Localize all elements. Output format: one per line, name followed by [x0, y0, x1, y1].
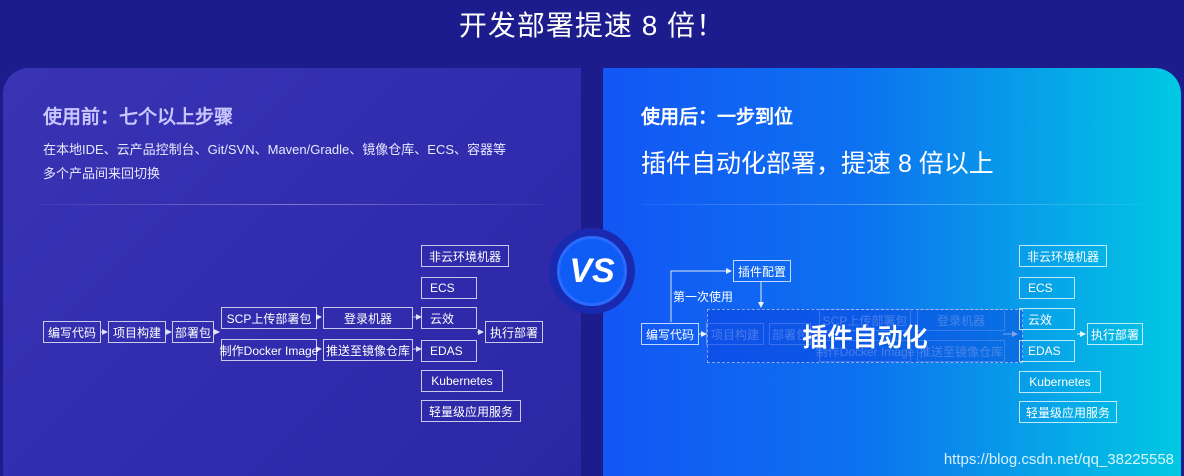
flow-step-push-registry: 推送至镜像仓库: [917, 340, 1005, 362]
target-kubernetes: Kubernetes: [1019, 371, 1101, 393]
target-ecs: ECS: [421, 277, 477, 299]
before-description: 在本地IDE、云产品控制台、Git/SVN、Maven/Gradle、镜像仓库、…: [43, 138, 563, 186]
divider: [41, 204, 543, 205]
flow-step-build: 项目构建: [706, 323, 764, 345]
flow-step-write-code: 编写代码: [43, 321, 101, 343]
flow-step-exec-deploy: 执行部署: [1087, 323, 1143, 345]
plugin-automation-overlay: 插件自动化: [707, 309, 1023, 363]
target-edas: EDAS: [421, 340, 477, 362]
before-heading: 使用前：七个以上步骤: [43, 107, 234, 128]
flow-step-build: 项目构建: [108, 321, 166, 343]
target-non-cloud: 非云环境机器: [1019, 245, 1107, 267]
flow-step-write-code: 编写代码: [641, 323, 699, 345]
before-panel: 使用前：七个以上步骤 在本地IDE、云产品控制台、Git/SVN、Maven/G…: [3, 68, 581, 476]
first-use-label: 第一次使用: [673, 290, 734, 304]
vs-label: VS: [557, 236, 627, 306]
before-description-line-2: 多个产品间来回切换: [43, 166, 161, 181]
plugin-config-step: 插件配置: [733, 260, 791, 282]
target-kubernetes: Kubernetes: [421, 370, 503, 392]
flow-step-scp-upload: SCP上传部署包: [221, 307, 317, 329]
after-heading: 使用后：一步到位: [641, 107, 794, 128]
target-yunxiao: 云效: [421, 307, 477, 329]
page-title: 开发部署提速 8 倍！: [458, 10, 726, 41]
watermark: https://blog.csdn.net/qq_38225558: [943, 451, 1174, 468]
target-lightweight-app: 轻量级应用服务: [1019, 401, 1117, 423]
target-non-cloud: 非云环境机器: [421, 245, 509, 267]
flow-step-exec-deploy: 执行部署: [485, 321, 543, 343]
flow-step-make-docker-image: 制作Docker Image: [220, 339, 318, 361]
flow-step-make-docker-image: 制作Docker Image: [816, 340, 914, 362]
vs-badge: VS: [549, 228, 635, 314]
flow-step-login-machine: 登录机器: [323, 307, 413, 329]
before-description-line-1: 在本地IDE、云产品控制台、Git/SVN、Maven/Gradle、镜像仓库、…: [43, 142, 507, 157]
after-panel: 使用后：一步到位 插件自动化部署，提速 8 倍以上 编写代码 插件配置 第一次使…: [603, 68, 1181, 476]
after-subtitle: 插件自动化部署，提速 8 倍以上: [641, 150, 994, 178]
after-flow-arrows: [670, 268, 1086, 337]
before-flow-arrows: [100, 314, 484, 352]
flow-step-deploy-package: 部署包: [172, 321, 214, 343]
target-lightweight-app: 轻量级应用服务: [421, 400, 521, 422]
divider: [641, 204, 1143, 205]
target-yunxiao: 云效: [1019, 308, 1075, 330]
flow-step-deploy-package: 部署包: [769, 323, 811, 345]
target-edas: EDAS: [1019, 340, 1075, 362]
target-ecs: ECS: [1019, 277, 1075, 299]
flow-step-push-registry: 推送至镜像仓库: [323, 339, 413, 361]
